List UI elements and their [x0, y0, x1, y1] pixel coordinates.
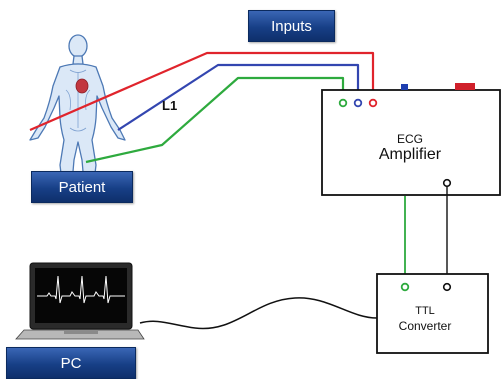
ttl-black-jack [442, 282, 452, 292]
heart-icon [75, 78, 89, 94]
ecg-amplifier-label-line1: ECG [396, 132, 423, 146]
amplifier-output-jack [442, 178, 452, 188]
lead-l1-label: L1 [162, 98, 178, 113]
red-input-jack [368, 98, 378, 108]
ecg-amplifier-label-line2: Amplifier [378, 146, 442, 163]
green-lead-wire [85, 76, 345, 164]
ecg-amplifier-box [321, 89, 501, 196]
ttl-converter-label-line1: TTL [415, 305, 435, 317]
ecg-waveform [37, 275, 125, 304]
usb-cable [139, 297, 378, 330]
patient-body-figure [29, 34, 126, 184]
ttl-green-jack [400, 282, 410, 292]
patient-banner: Patient [31, 171, 133, 203]
inputs-banner: Inputs [248, 10, 335, 42]
red-indicator [455, 83, 475, 90]
pc-banner: PC [6, 347, 136, 379]
ttl-converter-label-line2: Converter [398, 319, 452, 333]
blue-input-jack [353, 98, 363, 108]
laptop-icon [15, 262, 145, 340]
green-input-jack [338, 98, 348, 108]
ttl-converter-box [376, 273, 489, 354]
blue-lead-wire [117, 63, 360, 131]
blue-indicator [401, 84, 408, 90]
red-lead-wire [29, 51, 375, 132]
